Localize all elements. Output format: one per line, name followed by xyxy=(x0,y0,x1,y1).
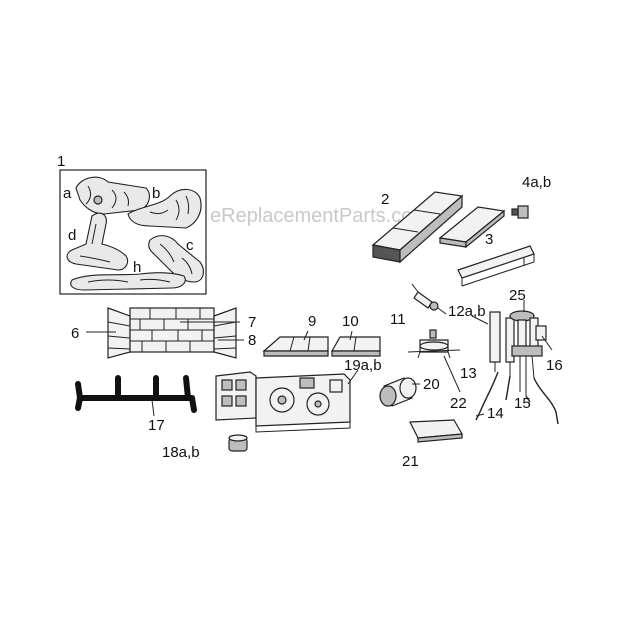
part-18-knob: 18a,b xyxy=(162,434,248,461)
part-11-igniter: 11 xyxy=(390,283,447,328)
part-12-13-16-pilot-assembly: 12a,b 13 16 xyxy=(448,300,563,396)
label-a: a xyxy=(63,185,72,202)
log-a xyxy=(75,176,150,215)
label-d: d xyxy=(68,227,76,244)
part-6-7-8-brick-liner: 6 7 8 xyxy=(71,307,256,359)
label-21: 21 xyxy=(402,453,419,470)
label-8: 8 xyxy=(248,332,256,349)
part-19-gas-valve: 19a,b xyxy=(215,357,382,433)
part-9-floor-panel: 9 xyxy=(262,313,329,357)
label-b: b xyxy=(152,185,160,202)
part-3-panel: 3 xyxy=(438,206,506,249)
part-2-top-panel: 2 xyxy=(371,191,464,264)
label-7: 7 xyxy=(248,314,256,331)
label-17: 17 xyxy=(148,417,165,434)
watermark-text: eReplacementParts.com xyxy=(210,205,429,227)
label-19ab: 19a,b xyxy=(344,357,382,374)
log-h xyxy=(70,272,186,291)
label-4ab: 4a,b xyxy=(522,174,551,191)
part-25-bracket: 25 xyxy=(457,245,535,304)
label-15: 15 xyxy=(514,395,531,412)
label-14: 14 xyxy=(487,405,504,422)
part-15-wire: 15 xyxy=(514,377,559,425)
part-22-bracket: 22 xyxy=(407,329,467,412)
part-14-wire: 14 xyxy=(475,371,511,422)
part-20-burner: 20 xyxy=(379,376,440,407)
label-1: 1 xyxy=(57,153,65,170)
label-12ab: 12a,b xyxy=(448,303,486,320)
label-10: 10 xyxy=(342,313,359,330)
part-4-fitting: 4a,b xyxy=(511,174,551,219)
log-b xyxy=(127,188,202,229)
log-c xyxy=(148,235,204,283)
part-17-grate: 17 xyxy=(75,375,197,434)
label-25: 25 xyxy=(509,287,526,304)
part-1-log-set: 1 a b d c h xyxy=(57,153,207,295)
label-20: 20 xyxy=(423,376,440,393)
label-2: 2 xyxy=(381,191,389,208)
log-d xyxy=(66,212,129,271)
label-6: 6 xyxy=(71,325,79,342)
part-10-floor-panel: 10 xyxy=(330,313,381,357)
label-11: 11 xyxy=(390,311,406,328)
label-16: 16 xyxy=(546,357,563,374)
label-9: 9 xyxy=(308,313,316,330)
label-c: c xyxy=(186,237,194,254)
label-13: 13 xyxy=(460,365,477,382)
label-18ab: 18a,b xyxy=(162,444,200,461)
label-h: h xyxy=(133,259,141,276)
part-21-plate: 21 xyxy=(402,419,463,470)
log-set-frame xyxy=(59,169,207,295)
label-3: 3 xyxy=(485,231,493,248)
label-22: 22 xyxy=(450,395,467,412)
